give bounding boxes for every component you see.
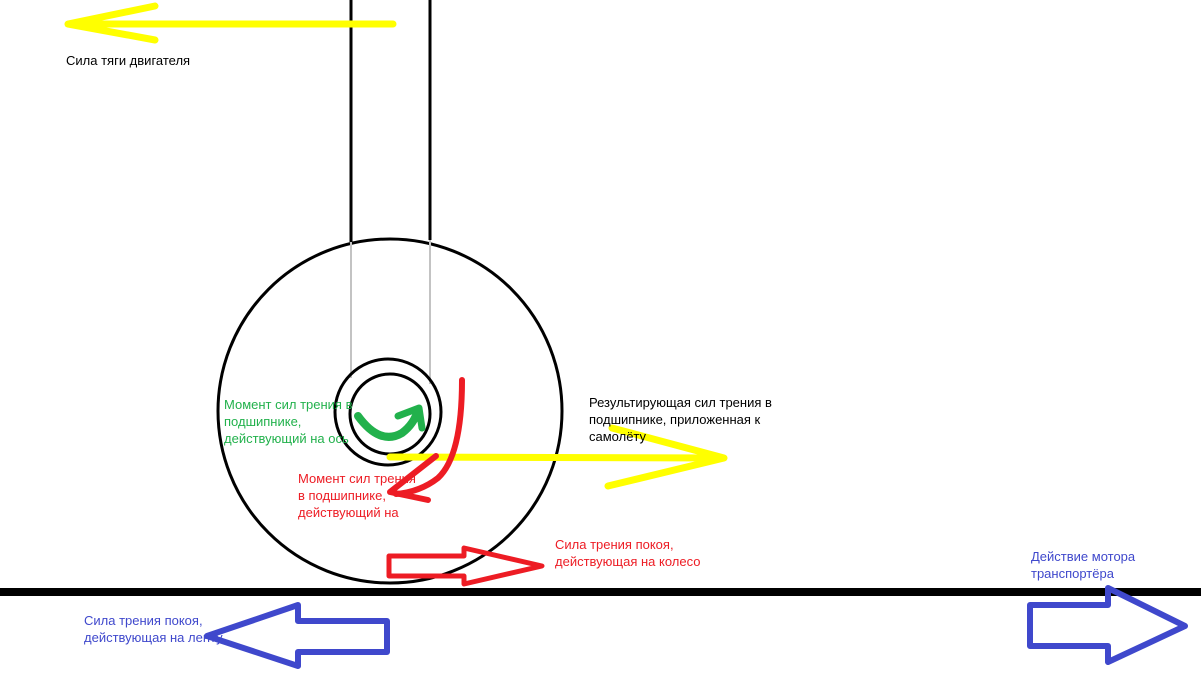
bearing-outer-ring [333, 357, 443, 467]
conveyor-motor-label: Действие мотора транспортёра [1031, 549, 1136, 581]
static-friction-wheel-label: Сила трения покоя, действующая на колесо [555, 537, 701, 569]
bearing-moment-axle-label: Момент сил трения в подшипнике, действую… [224, 397, 353, 446]
bearing-moment-wheel-label: Момент сил трения в подшипнике, действую… [298, 471, 416, 520]
resultant-friction-arrow [386, 424, 728, 490]
static-friction-wheel-arrow [386, 545, 545, 587]
thrust-arrow [64, 2, 397, 44]
axle-moment-arrow [354, 404, 426, 441]
resultant-friction-label: Результирующая сил трения в подшипнике, … [589, 395, 772, 444]
wheel-circle [216, 237, 564, 585]
conveyor-motor-arrow [1027, 585, 1188, 665]
thrust-label: Сила тяги двигателя [66, 53, 191, 68]
static-friction-belt-arrow [204, 602, 390, 669]
wheel-moment-arrow [387, 377, 465, 503]
static-friction-belt-label: Сила трения покоя, действующая на ленту [84, 613, 223, 645]
